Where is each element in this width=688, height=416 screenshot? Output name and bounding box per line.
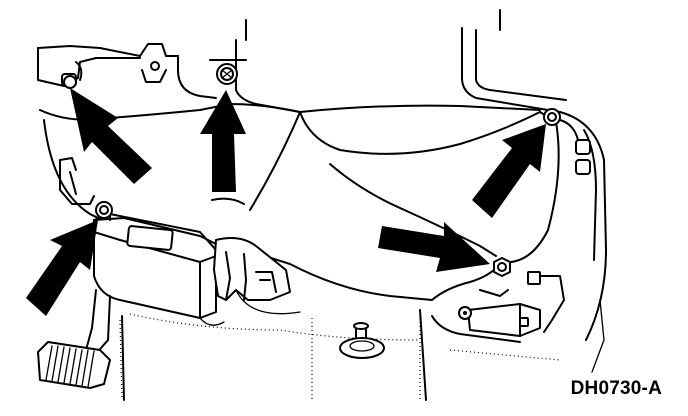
floor-carpet (119, 309, 561, 401)
fastener-upper-right (543, 108, 561, 126)
floor-bolt-post (339, 322, 385, 359)
figure-code-label: DH0730-A (570, 378, 662, 399)
arrow-fastener-upper-right (472, 124, 546, 218)
fastener-lower-right (493, 257, 511, 277)
arrow-fastener-upper-left (70, 88, 152, 184)
slot-upper (575, 139, 591, 155)
pedal-arm (85, 289, 111, 357)
right-lower-bracket (431, 271, 565, 343)
fastener-lower-left (95, 201, 113, 219)
fastener-upper-left (63, 75, 77, 89)
left-module-box (93, 213, 225, 319)
right-pillar (461, 9, 607, 373)
box-label-plate (126, 225, 174, 251)
arrow-fastener-lower-right (378, 222, 490, 272)
wiring-duct (199, 237, 301, 326)
arrow-fastener-upper-center (200, 90, 246, 192)
left-bracket (59, 157, 95, 205)
upper-dash-frame (37, 19, 301, 113)
slot-lower (575, 159, 591, 175)
fastener-upper-center (216, 63, 238, 85)
brake-pedal-pad (37, 341, 111, 389)
arrow-fastener-lower-left (26, 220, 98, 316)
